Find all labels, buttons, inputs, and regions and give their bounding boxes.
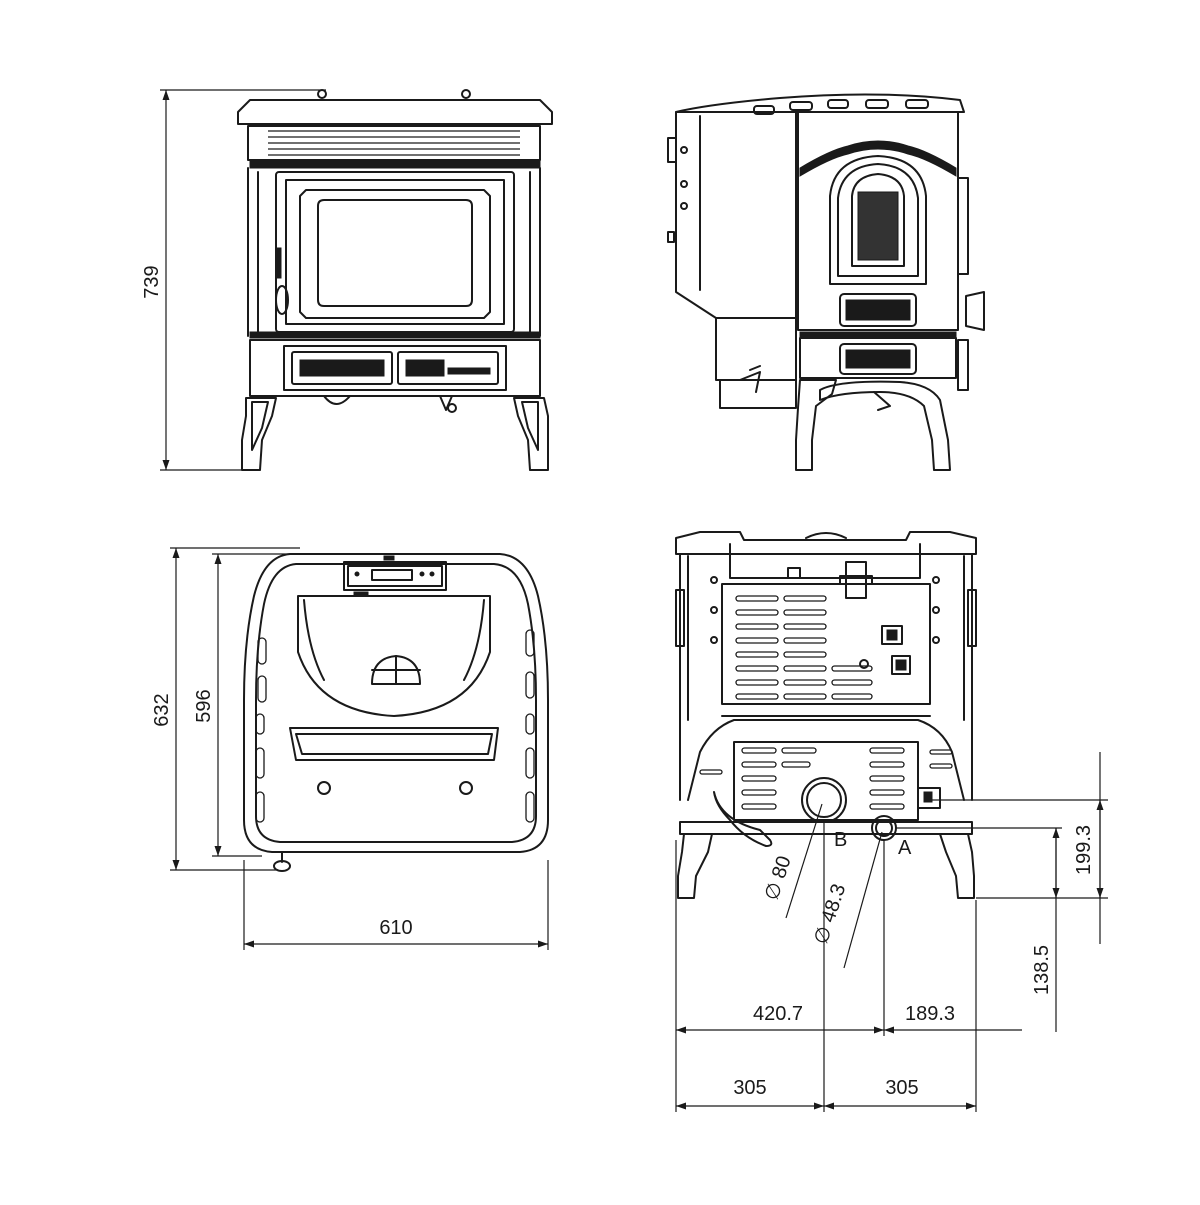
dim-305-left: 305 [733,1077,766,1099]
dim-596: 596 [193,689,215,722]
top-view-dimensions: 632 596 610 [151,547,549,950]
dim-138-5: 138.5 [1031,945,1053,995]
top-view [243,553,549,872]
dim-610: 610 [379,917,412,939]
rear-view [675,531,977,899]
dim-305-right: 305 [885,1077,918,1099]
rear-lower-vents [699,747,953,810]
rear-view-dimensions: B A ∅ 80 ∅ 48.3 199.3 138.5 420.7 189.3 … [675,752,1108,1112]
top-view-side-slots [255,629,535,823]
front-height-dimension: 739 [141,89,326,471]
side-view [667,93,985,471]
label-outlet-a: A [898,837,912,859]
dim-420-7: 420.7 [753,1003,803,1025]
dim-739: 739 [141,265,163,298]
dim-189-3: 189.3 [905,1003,955,1025]
flue-outlet-b [801,777,847,823]
rear-upper-vents [735,595,873,700]
dim-632: 632 [151,693,173,726]
front-view [237,89,553,471]
dim-199-3: 199.3 [1073,825,1095,875]
front-top-grille [268,130,520,156]
dim-diameter-80: ∅ 80 [761,853,796,903]
label-outlet-b: B [834,829,847,851]
dim-diameter-48-3: ∅ 48.3 [810,881,850,947]
rear-side-screws [710,576,940,644]
